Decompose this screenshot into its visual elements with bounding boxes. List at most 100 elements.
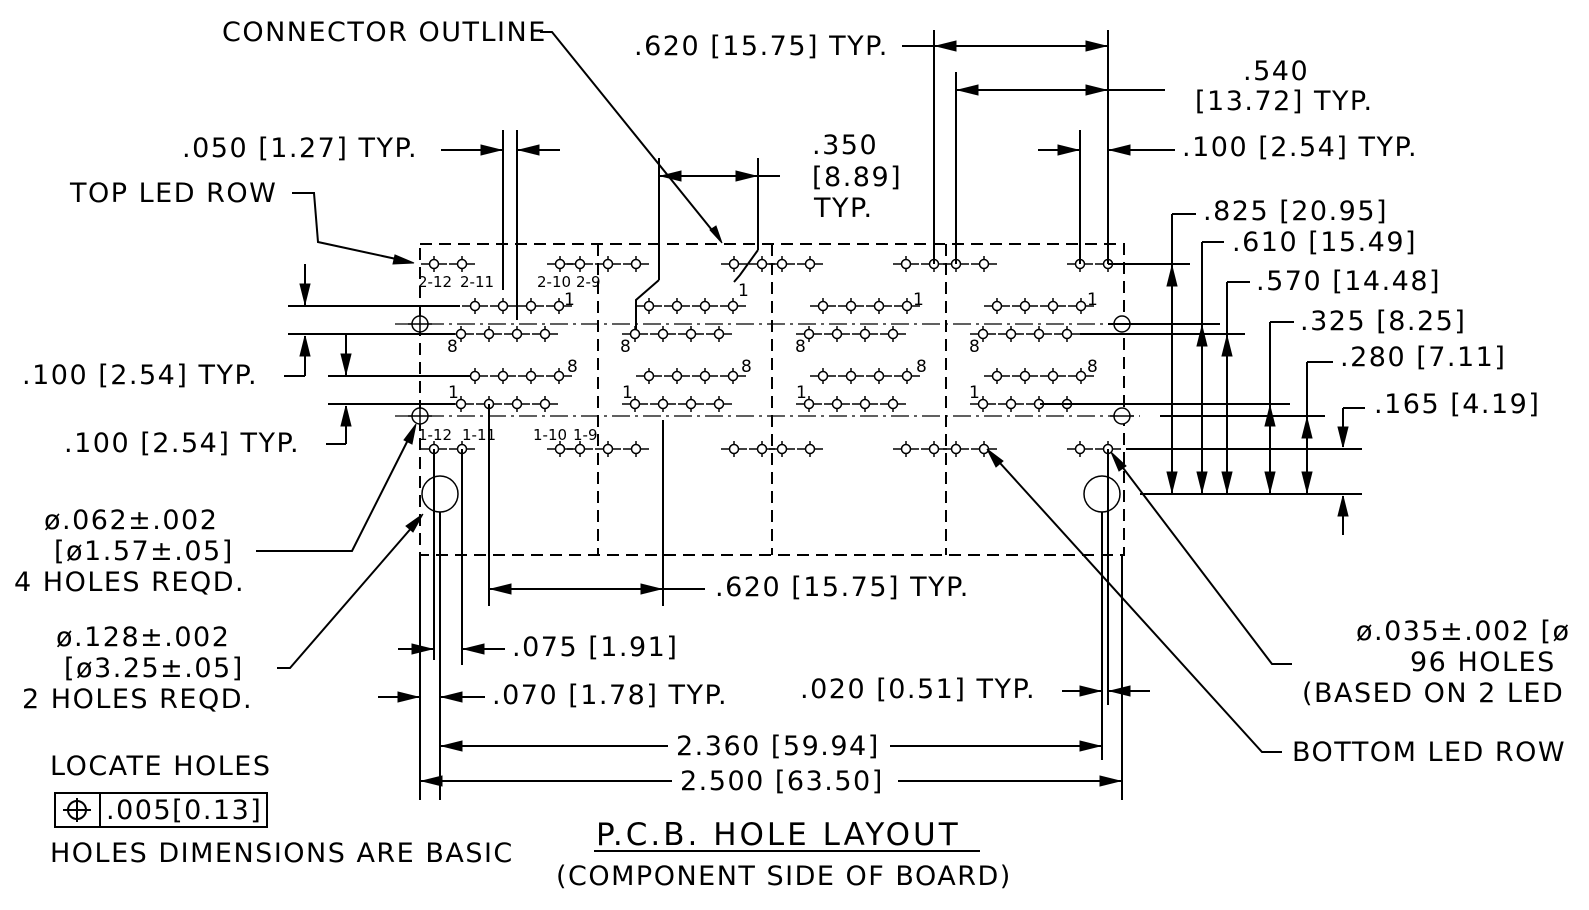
label-bottom-led-row: BOTTOM LED ROW bbox=[1292, 737, 1566, 768]
signal-hole bbox=[685, 328, 697, 340]
signal-hole bbox=[1005, 328, 1017, 340]
pin-1-10: 1-10 bbox=[533, 426, 567, 444]
hole-035-a: ø.035±.002 [ø bbox=[1356, 616, 1571, 647]
signal-hole bbox=[1019, 370, 1031, 382]
signal-hole bbox=[1075, 300, 1087, 312]
pin-2-10: 2-10 bbox=[537, 273, 571, 291]
signal-hole bbox=[671, 370, 683, 382]
dim-350-c: TYP. bbox=[813, 193, 874, 224]
pin-2-9: 2-9 bbox=[576, 273, 601, 291]
signal-hole bbox=[1005, 398, 1017, 410]
signal-hole bbox=[977, 398, 989, 410]
dim-165: .165 [4.19] bbox=[1374, 389, 1540, 420]
pin-2-12: 2-12 bbox=[418, 273, 452, 291]
signal-hole bbox=[1075, 370, 1087, 382]
dim-620-bottom: .620 [15.75] TYP. bbox=[715, 572, 970, 603]
pin-eight-1b: 8 bbox=[620, 337, 631, 357]
dim-325: .325 [8.25] bbox=[1300, 306, 1466, 337]
signal-hole bbox=[887, 328, 899, 340]
signal-hole bbox=[671, 300, 683, 312]
signal-hole bbox=[456, 258, 468, 270]
signal-hole bbox=[699, 300, 711, 312]
signal-hole bbox=[727, 370, 739, 382]
signal-hole bbox=[859, 328, 871, 340]
hole-035-b: 96 HOLES bbox=[1410, 647, 1556, 678]
connector-outline bbox=[419, 243, 1125, 556]
dim-825: .825 [20.95] bbox=[1203, 196, 1388, 227]
hole-035-c: (BASED ON 2 LED bbox=[1302, 678, 1564, 709]
label-top-led-row: TOP LED ROW bbox=[69, 178, 277, 209]
signal-hole bbox=[900, 443, 912, 455]
dim-2500: 2.500 [63.50] bbox=[680, 766, 884, 797]
signal-hole bbox=[831, 398, 843, 410]
dimension-lines bbox=[54, 30, 1365, 852]
signal-hole bbox=[900, 258, 912, 270]
pin-eight-1c: 8 bbox=[795, 337, 806, 357]
signal-hole bbox=[901, 370, 913, 382]
signal-hole bbox=[525, 370, 537, 382]
signal-hole bbox=[1074, 443, 1086, 455]
dim-2360: 2.360 [59.94] bbox=[676, 731, 880, 762]
signal-hole bbox=[629, 398, 641, 410]
pin-1-11: 1-11 bbox=[462, 426, 496, 444]
signal-hole bbox=[554, 258, 566, 270]
label-holes-basic: HOLES DIMENSIONS ARE BASIC bbox=[50, 838, 514, 869]
pin-one-2a: 1 bbox=[448, 383, 459, 403]
signal-hole bbox=[574, 258, 586, 270]
dim-100-left-1: .100 [2.54] TYP. bbox=[22, 360, 258, 391]
dim-350-a: .350 bbox=[812, 130, 878, 161]
signal-hole bbox=[887, 398, 899, 410]
signal-hole bbox=[728, 258, 740, 270]
pin-one-1c: 1 bbox=[913, 290, 924, 310]
signal-hole bbox=[804, 258, 816, 270]
label-connector-outline: CONNECTOR OUTLINE bbox=[222, 17, 547, 48]
dim-020: .020 [0.51] TYP. bbox=[800, 674, 1036, 705]
pin-eight-1d: 8 bbox=[969, 337, 980, 357]
signal-hole bbox=[630, 258, 642, 270]
pin-1-12: 1-12 bbox=[418, 426, 452, 444]
signal-hole bbox=[643, 370, 655, 382]
signal-hole bbox=[873, 370, 885, 382]
signal-hole bbox=[685, 398, 697, 410]
signal-hole bbox=[728, 443, 740, 455]
pin-eight-2b: 8 bbox=[741, 357, 752, 377]
pin-one-1d: 1 bbox=[1087, 290, 1098, 310]
hole-128-c: 2 HOLES REQD. bbox=[22, 684, 253, 715]
signal-hole bbox=[803, 398, 815, 410]
hole-062-a: ø.062±.002 bbox=[44, 505, 218, 536]
dim-280: .280 [7.11] bbox=[1340, 342, 1506, 373]
signal-hole bbox=[776, 258, 788, 270]
signal-hole bbox=[497, 300, 509, 312]
signal-hole bbox=[643, 300, 655, 312]
signal-hole bbox=[873, 300, 885, 312]
signal-hole bbox=[630, 443, 642, 455]
dim-100-left-2: .100 [2.54] TYP. bbox=[64, 428, 300, 459]
signal-hole bbox=[574, 443, 586, 455]
signal-hole bbox=[511, 398, 523, 410]
signal-hole bbox=[776, 443, 788, 455]
signal-hole bbox=[978, 443, 990, 455]
pin-one-2d: 1 bbox=[969, 383, 980, 403]
signal-hole bbox=[455, 398, 467, 410]
dim-050: .050 [1.27] TYP. bbox=[182, 133, 418, 164]
signal-hole bbox=[1047, 370, 1059, 382]
signal-hole bbox=[1033, 328, 1045, 340]
signal-hole bbox=[553, 370, 565, 382]
signal-hole bbox=[803, 328, 815, 340]
pin-eight-2a: 8 bbox=[567, 357, 578, 377]
hole-128-b: [ø3.25±.05] bbox=[64, 653, 244, 684]
text-labels: CONNECTOR OUTLINE .620 [15.75] TYP. .540… bbox=[14, 17, 1571, 892]
locating-holes bbox=[408, 312, 1134, 513]
page-title: P.C.B. HOLE LAYOUT bbox=[596, 817, 961, 853]
dim-570: .570 [14.48] bbox=[1256, 266, 1441, 297]
signal-holes bbox=[421, 256, 1121, 457]
pin-one-1a: 1 bbox=[564, 290, 575, 310]
signal-hole bbox=[657, 398, 669, 410]
page-subtitle: (COMPONENT SIDE OF BOARD) bbox=[556, 861, 1012, 892]
dim-620-top: .620 [15.75] TYP. bbox=[634, 31, 889, 62]
signal-hole bbox=[991, 370, 1003, 382]
signal-hole bbox=[950, 443, 962, 455]
signal-hole bbox=[756, 443, 768, 455]
signal-hole bbox=[756, 258, 768, 270]
